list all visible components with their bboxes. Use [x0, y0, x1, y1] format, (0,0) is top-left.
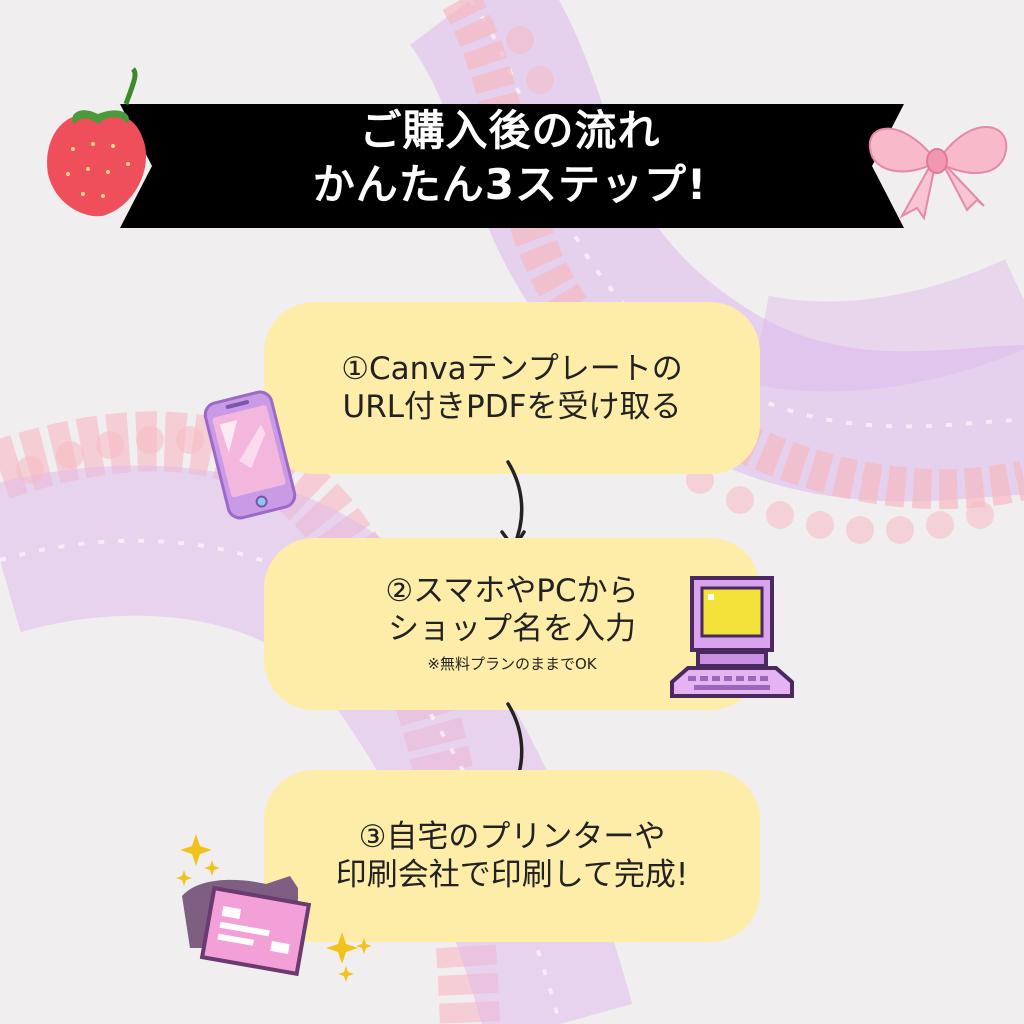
strawberry-icon — [47, 67, 147, 217]
ribbon-bow-icon — [868, 126, 1008, 220]
step-2-line-1: ②スマホやPCから — [385, 573, 639, 609]
smartphone-icon — [203, 390, 297, 520]
sparkle-icon — [176, 834, 372, 982]
computer-icon — [670, 576, 794, 698]
title-banner — [120, 104, 904, 228]
step-1-line-2: URL付きPDFを受け取る — [342, 389, 682, 425]
title-line-2: かんたん3ステップ! — [312, 160, 708, 209]
step-3-card: ③自宅のプリンターや 印刷会社で印刷して完成! — [264, 770, 760, 942]
step-3-line-2: 印刷会社で印刷して完成! — [335, 857, 689, 893]
title-line-1: ご購入後の流れ — [359, 106, 661, 155]
step-1-line-1: ①Canvaテンプレートの — [341, 351, 683, 387]
page-title: ご購入後の流れ かんたん3ステップ! — [160, 104, 860, 212]
printed-card-icon — [176, 834, 372, 982]
step-2-note: ※無料プランのままでOK — [427, 655, 597, 673]
step-3-line-1: ③自宅のプリンターや — [358, 819, 666, 855]
step-1-card: ①Canvaテンプレートの URL付きPDFを受け取る — [264, 302, 760, 474]
step-2-line-2: ショップ名を入力 — [388, 611, 636, 647]
